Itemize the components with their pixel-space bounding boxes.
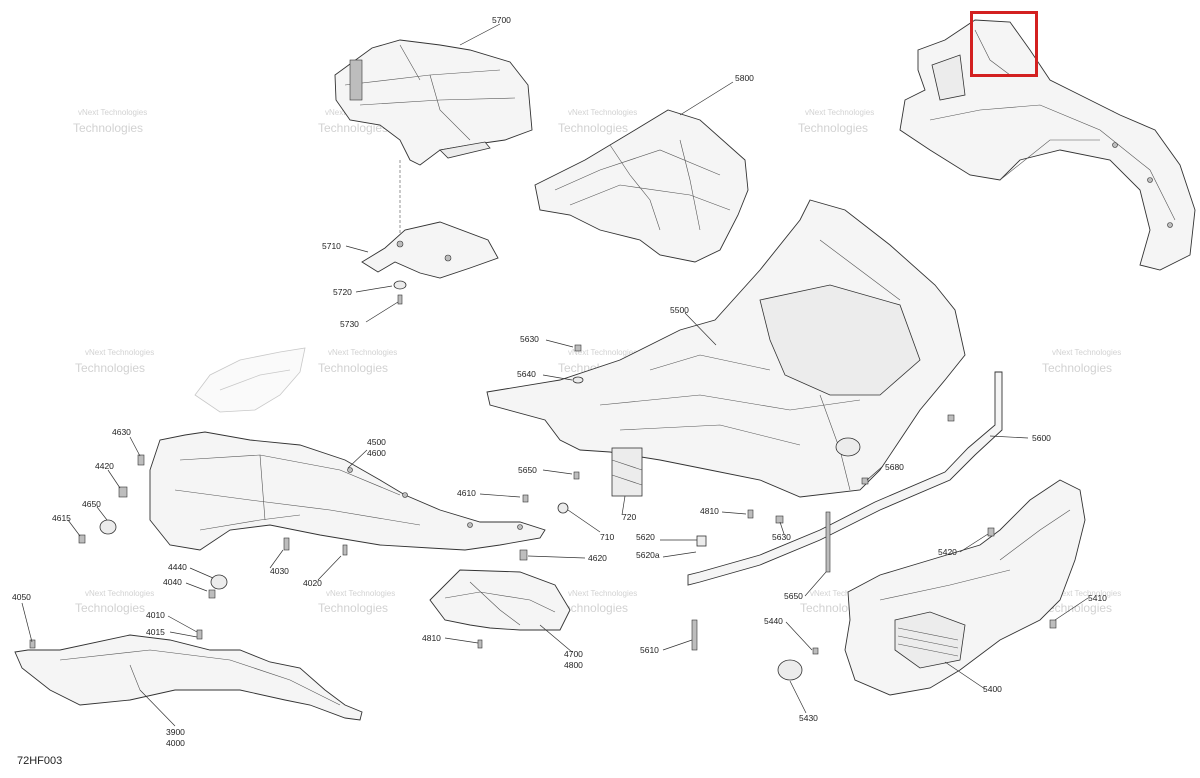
watermark-line2: Technologies xyxy=(558,601,628,615)
label-4700: 4700 xyxy=(564,649,583,659)
label-4015: 4015 xyxy=(146,627,165,637)
part-5600-rail[interactable] xyxy=(687,371,1003,586)
part-3900-rocker[interactable] xyxy=(14,634,363,721)
label-3900: 3900 xyxy=(166,727,185,737)
label-5430: 5430 xyxy=(799,713,818,723)
watermark-line1: vNext Technologies xyxy=(1052,589,1121,598)
drawing-code: 72HF003 xyxy=(17,755,63,767)
watermark-line2: Technologies xyxy=(73,121,143,135)
label-5800: 5800 xyxy=(735,73,754,83)
label-4800: 4800 xyxy=(564,660,583,670)
label-4630: 4630 xyxy=(112,427,131,437)
watermark-line2: Technologies xyxy=(798,121,868,135)
watermark-line2: Technologies xyxy=(1042,361,1112,375)
leader-lines xyxy=(21,23,1089,727)
label-710: 710 xyxy=(600,532,614,542)
label-4420: 4420 xyxy=(95,461,114,471)
label-4000: 4000 xyxy=(166,738,185,748)
label-5610: 5610 xyxy=(640,645,659,655)
watermark-line2: Technologies xyxy=(318,601,388,615)
part-4500-side-panel[interactable] xyxy=(149,431,546,551)
label-5440: 5440 xyxy=(764,616,783,626)
label-5630-lower: 5630 xyxy=(772,532,791,542)
label-5620a: 5620a xyxy=(636,550,660,560)
label-5640: 5640 xyxy=(517,369,536,379)
part-5500-body[interactable] xyxy=(486,199,966,498)
label-4615: 4615 xyxy=(52,513,71,523)
fasteners xyxy=(29,344,1057,655)
part-labels: 5700 5800 5710 5720 5730 5500 5630 5640 … xyxy=(12,15,1107,748)
label-5600: 5600 xyxy=(1032,433,1051,443)
part-5730-screw[interactable] xyxy=(397,294,403,305)
label-5420: 5420 xyxy=(938,547,957,557)
label-5650-upper: 5650 xyxy=(518,465,537,475)
watermark-line2: Technologies xyxy=(318,361,388,375)
part-4700-skid-plate[interactable] xyxy=(429,569,571,631)
part-5800-seat-frame[interactable] xyxy=(534,109,749,263)
watermark-line2: Technologies xyxy=(75,361,145,375)
label-5650-lower: 5650 xyxy=(784,591,803,601)
label-5500: 5500 xyxy=(670,305,689,315)
label-5680: 5680 xyxy=(885,462,904,472)
watermark-line1: vNext Technologies xyxy=(326,589,395,598)
part-5430-cap[interactable] xyxy=(777,659,803,681)
label-5700: 5700 xyxy=(492,15,511,25)
label-5720: 5720 xyxy=(333,287,352,297)
watermark-line1: vNext Technologies xyxy=(1052,348,1121,357)
label-4440: 4440 xyxy=(168,562,187,572)
part-5700-cover[interactable] xyxy=(334,39,533,166)
label-5620: 5620 xyxy=(636,532,655,542)
watermark-line1: vNext Technologies xyxy=(568,589,637,598)
watermarks: vNext Technologies Technologies vNext Te… xyxy=(73,108,1121,615)
watermark-line1: vNext Technologies xyxy=(805,108,874,117)
label-5630-upper: 5630 xyxy=(520,334,539,344)
part-5400-lower-panel[interactable] xyxy=(844,479,1086,696)
watermark-line1: vNext Technologies xyxy=(85,589,154,598)
part-5710-plate[interactable] xyxy=(361,221,499,279)
label-4030: 4030 xyxy=(270,566,289,576)
watermark-line1: vNext Technologies xyxy=(85,348,154,357)
label-4040: 4040 xyxy=(163,577,182,587)
label-4010: 4010 xyxy=(146,610,165,620)
highlight-box xyxy=(970,11,1038,77)
watermark-line1: vNext Technologies xyxy=(568,108,637,117)
label-4020: 4020 xyxy=(303,578,322,588)
part-5720-grommet[interactable] xyxy=(393,280,407,290)
watermark-line1: vNext Technologies xyxy=(810,589,879,598)
label-4620: 4620 xyxy=(588,553,607,563)
watermark-line1: vNext Technologies xyxy=(78,108,147,117)
part-rear-fender[interactable] xyxy=(899,19,1196,271)
label-4050: 4050 xyxy=(12,592,31,602)
label-4650: 4650 xyxy=(82,499,101,509)
label-4600: 4600 xyxy=(367,448,386,458)
label-5710: 5710 xyxy=(322,241,341,251)
label-4610: 4610 xyxy=(457,488,476,498)
label-4810-lower: 4810 xyxy=(422,633,441,643)
label-720: 720 xyxy=(622,512,636,522)
label-5730: 5730 xyxy=(340,319,359,329)
watermark-line2: Technologies xyxy=(318,121,388,135)
watermark-line2: Technologies xyxy=(1042,601,1112,615)
label-4500: 4500 xyxy=(367,437,386,447)
label-5410: 5410 xyxy=(1088,593,1107,603)
label-4810-upper: 4810 xyxy=(700,506,719,516)
watermark-line1: vNext Technologies xyxy=(568,348,637,357)
watermark-line1: vNext Technologies xyxy=(328,348,397,357)
ghost-panel-outline xyxy=(194,347,306,413)
watermark-line2: Technologies xyxy=(558,121,628,135)
watermark-line2: Technologies xyxy=(75,601,145,615)
label-5400: 5400 xyxy=(983,684,1002,694)
